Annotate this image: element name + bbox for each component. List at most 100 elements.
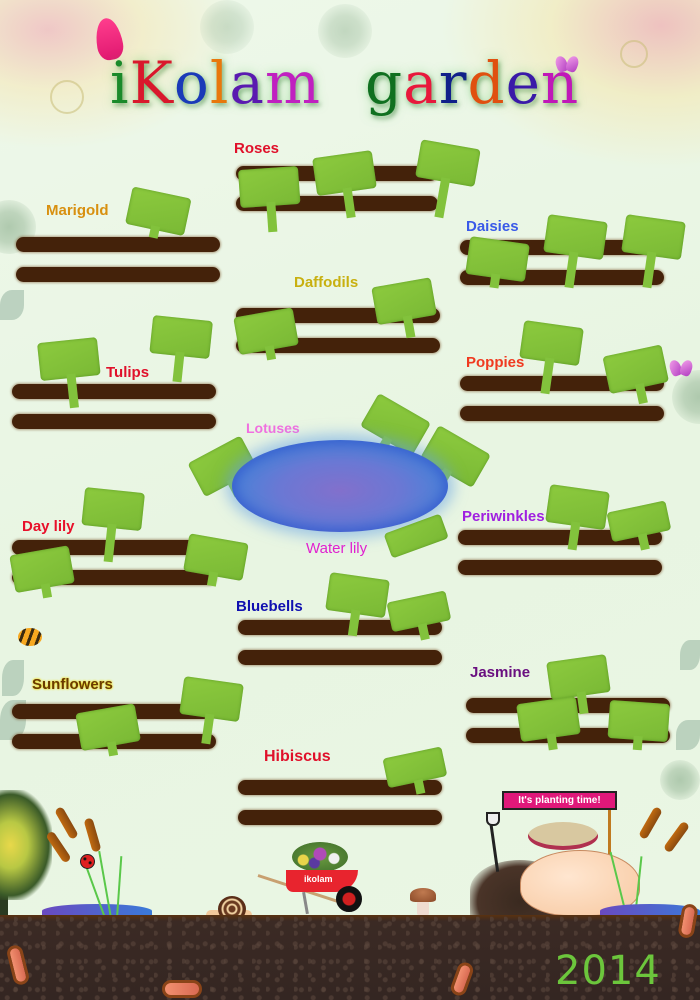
bed-hibiscus[interactable]: Hibiscus <box>236 746 448 836</box>
soil-row <box>12 414 216 429</box>
title-letter: i <box>110 49 130 117</box>
soil-row <box>460 406 664 421</box>
plant-sign[interactable] <box>618 214 686 289</box>
cattail-icon <box>662 820 691 854</box>
bed-sunflowers[interactable]: Sunflowers <box>10 676 244 757</box>
mandala-flower-icon <box>672 370 700 424</box>
mushroom-stem <box>417 900 429 916</box>
plant-sign[interactable] <box>516 696 584 764</box>
plant-sign[interactable] <box>371 277 441 347</box>
soil-row <box>238 810 442 825</box>
leaf-ornament-icon <box>2 660 24 696</box>
bed-label-water-lily: Water lily <box>306 540 368 557</box>
bed-day-lily[interactable]: Day lily <box>9 487 250 599</box>
bed-daisies[interactable]: Daisies <box>458 214 686 294</box>
bed-label: Daffodils <box>294 274 359 291</box>
swirl-ornament-icon <box>50 80 84 114</box>
bed-roses[interactable]: Roses <box>234 139 481 233</box>
bed-label: Poppies <box>466 354 525 371</box>
tree-icon <box>0 790 52 900</box>
plant-sign[interactable] <box>312 150 380 219</box>
bed-bluebells[interactable]: Bluebells <box>236 572 452 670</box>
plant-sign[interactable] <box>382 746 453 817</box>
shovel-icon <box>486 812 500 826</box>
title-letter: a <box>403 49 439 117</box>
plant-sign[interactable] <box>606 500 677 571</box>
plant-sign[interactable] <box>322 572 390 640</box>
sign-pole <box>608 810 611 890</box>
plant-sign[interactable] <box>542 484 610 552</box>
title-letter: a <box>229 49 265 117</box>
mushroom-icon <box>410 888 436 902</box>
plant-sign[interactable] <box>462 236 530 304</box>
plant-sign[interactable] <box>176 676 244 745</box>
cattail-icon <box>83 817 102 853</box>
title-letter: m <box>264 49 321 117</box>
soil-ground <box>0 915 700 1000</box>
soil-row <box>16 237 220 252</box>
planting-time-sign: It's planting time! <box>502 791 617 810</box>
plant-sign[interactable] <box>147 315 213 383</box>
flower-bouquet-top-right <box>440 0 700 170</box>
soil-row <box>16 267 220 282</box>
swirl-ornament-icon <box>620 40 648 68</box>
title-letter: K <box>129 49 174 117</box>
leaf-ornament-icon <box>0 290 24 320</box>
mandala-flower-icon <box>200 0 254 54</box>
bed-label: Day lily <box>22 518 75 535</box>
title-letter: e <box>505 49 541 117</box>
bed-tulips[interactable]: Tulips <box>10 312 220 432</box>
flower-bouquet-top-left <box>0 0 240 150</box>
plant-sign[interactable] <box>37 337 103 409</box>
mandala-flower-icon <box>318 4 372 58</box>
bed-daffodils[interactable]: Daffodils <box>233 270 444 361</box>
bed-label: Roses <box>234 140 280 157</box>
wheelbarrow-label: ikolam <box>304 874 333 884</box>
bed-label-lotuses: Lotuses <box>246 420 300 436</box>
plant-sign[interactable] <box>75 703 145 773</box>
plant-sign[interactable] <box>120 186 192 257</box>
plant-sign[interactable] <box>386 590 457 661</box>
straw-hat-icon <box>528 822 598 850</box>
water-pond[interactable] <box>232 440 448 532</box>
cattail-icon <box>54 806 79 840</box>
plant-sign[interactable] <box>606 699 671 764</box>
bed-label: Sunflowers <box>32 676 113 693</box>
bee-icon <box>18 628 42 646</box>
cattail-icon <box>638 806 663 840</box>
wheelbarrow[interactable]: ikolam <box>257 842 368 915</box>
bed-jasmine[interactable]: Jasmine <box>466 654 676 751</box>
leaf-ornament-icon <box>680 640 700 670</box>
small-pond <box>600 904 700 918</box>
page-title: i K o l a m g a r d e n <box>110 42 580 112</box>
bed-label: Periwinkles <box>462 508 545 525</box>
bed-label: Jasmine <box>470 664 531 681</box>
bed-marigold[interactable]: Marigold <box>14 186 224 285</box>
bed-label: Marigold <box>46 202 109 219</box>
plant-sign[interactable] <box>411 139 481 219</box>
plant-sign[interactable] <box>9 545 79 615</box>
plant-sign[interactable] <box>602 344 673 415</box>
soil-row <box>458 560 662 575</box>
soil-row <box>12 384 216 399</box>
earthworm-icon <box>162 980 202 998</box>
leaf-ornament-icon <box>676 720 700 750</box>
title-letter: l <box>209 49 230 117</box>
butterfly-icon <box>670 360 692 378</box>
ladybug-icon <box>80 854 95 869</box>
bed-periwinkles[interactable]: Periwinkles <box>456 484 672 584</box>
title-letter: r <box>438 49 468 117</box>
mandala-flower-icon <box>660 760 700 800</box>
plant-sign[interactable] <box>233 307 303 377</box>
plant-sign[interactable] <box>237 165 302 233</box>
plant-sign[interactable] <box>540 214 608 289</box>
bed-poppies[interactable]: Poppies <box>458 320 670 425</box>
plant-sign[interactable] <box>79 487 145 563</box>
title-letter: d <box>467 49 506 117</box>
small-pond <box>42 904 152 918</box>
wheel-icon <box>336 886 362 912</box>
flowers-in-wheelbarrow-icon <box>292 842 348 872</box>
bed-label: Daisies <box>466 218 519 235</box>
title-letter: g <box>364 49 404 117</box>
plant-sign[interactable] <box>516 320 584 395</box>
